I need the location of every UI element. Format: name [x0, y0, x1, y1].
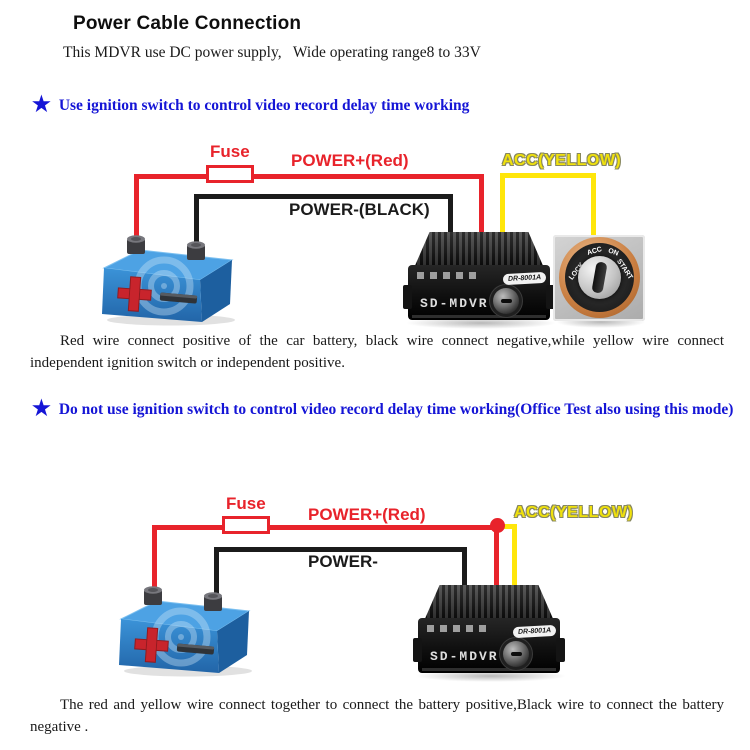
mdvr-mount-ear — [413, 638, 422, 662]
power-negative-wire — [214, 547, 467, 552]
mdvr-model-label: DR-8001A — [502, 271, 547, 286]
acc-wire — [498, 524, 517, 529]
battery-terminals — [144, 586, 222, 611]
power-positive-label: POWER+(Red) — [291, 151, 409, 170]
section-heading-no-ignition: ★ Do not use ignition switch to control v… — [32, 396, 738, 421]
power-positive-wire — [152, 525, 157, 595]
mdvr-heatsink — [414, 232, 544, 268]
mdvr-ports — [417, 272, 481, 279]
power-negative-wire — [448, 194, 453, 236]
battery-terminals — [127, 235, 205, 260]
car-battery-illustration — [119, 586, 252, 677]
power-negative-wire — [214, 547, 219, 602]
power-negative-wire — [194, 194, 199, 248]
page-title: Power Cable Connection — [73, 13, 302, 34]
mdvr-shadow — [415, 670, 567, 682]
star-icon: ★ — [32, 92, 51, 116]
intro-text: This MDVR use DC power supply, Wide oper… — [63, 44, 481, 61]
power-negative-wire — [194, 194, 453, 199]
power-negative-label: POWER- — [308, 552, 378, 571]
mdvr-mount-ear — [546, 285, 555, 309]
mdvr-lock-knob — [503, 641, 529, 667]
mdvr-front-panel: SD-MDVR DR-8001A — [413, 618, 565, 673]
fuse-label: Fuse — [226, 494, 266, 513]
mdvr-lock-knob — [493, 288, 519, 314]
power-positive-wire — [152, 525, 501, 530]
battery-plus-symbol — [117, 276, 152, 312]
mdvr-ports — [427, 625, 491, 632]
section-heading-text: Use ignition switch to control video rec… — [58, 97, 470, 114]
section-heading-use-ignition: ★ Use ignition switch to control video re… — [32, 92, 732, 117]
mdvr-heatsink — [424, 585, 554, 621]
power-positive-wire — [494, 525, 499, 589]
acc-label: ACC(YELLOW) — [502, 152, 622, 169]
section-heading-text: Do not use ignition switch to control vi… — [58, 401, 734, 418]
acc-wire — [512, 524, 517, 590]
acc-wire — [500, 173, 505, 236]
power-negative-label: POWER-(BLACK) — [289, 200, 430, 219]
wire-junction-dot — [490, 518, 505, 533]
ignition-position-on: ON — [606, 247, 619, 258]
mdvr-model-label: DR-8001A — [512, 624, 557, 639]
ignition-switch: LOCK ACC ON START — [553, 235, 645, 321]
power-positive-wire — [134, 174, 484, 179]
battery-minus-symbol — [159, 292, 198, 304]
power-positive-wire — [479, 174, 484, 236]
car-battery-illustration — [102, 235, 235, 326]
acc-wire — [591, 173, 596, 238]
acc-label: ACC(YELLOW) — [514, 504, 634, 521]
note-with-ignition: Red wire connect positive of the car bat… — [30, 333, 724, 371]
mdvr-device: SD-MDVR DR-8001A — [403, 232, 555, 324]
key-slot-icon — [591, 261, 608, 294]
battery-minus-symbol — [176, 643, 215, 655]
mdvr-mount-ear — [556, 638, 565, 662]
power-negative-wire — [462, 547, 467, 590]
note-without-ignition: The red and yellow wire connect together… — [30, 697, 724, 735]
power-positive-wire — [134, 174, 139, 242]
fuse-symbol — [206, 165, 254, 183]
battery-plus-symbol — [134, 627, 169, 663]
power-positive-label: POWER+(Red) — [308, 505, 426, 524]
mdvr-name-label: SD-MDVR — [420, 296, 489, 311]
mdvr-shadow — [405, 317, 557, 329]
mdvr-name-label: SD-MDVR — [430, 649, 499, 664]
star-icon: ★ — [32, 396, 51, 420]
mdvr-device: SD-MDVR DR-8001A — [413, 585, 565, 677]
fuse-label: Fuse — [210, 142, 250, 161]
acc-wire — [500, 173, 596, 178]
mdvr-front-panel: SD-MDVR DR-8001A — [403, 265, 555, 320]
mdvr-mount-ear — [403, 285, 412, 309]
ignition-keyhole — [578, 256, 621, 299]
fuse-symbol — [222, 516, 270, 534]
